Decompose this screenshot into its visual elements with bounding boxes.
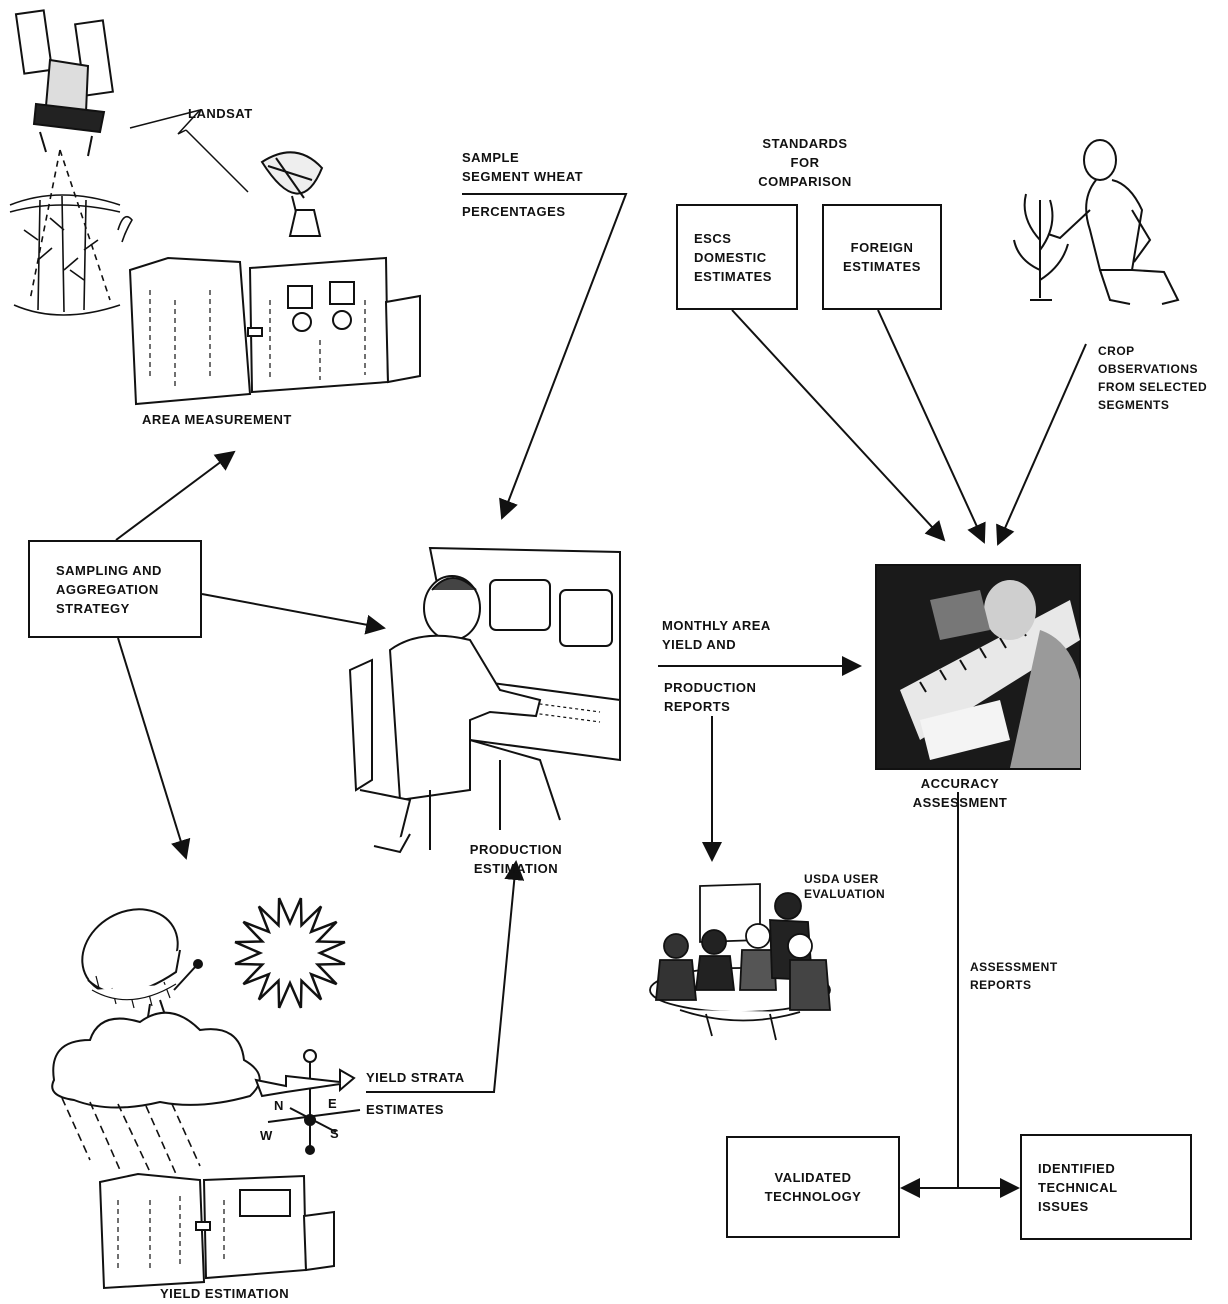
- label-landsat: LANDSAT: [188, 106, 253, 121]
- arrow-escs-to-accuracy: [731, 309, 946, 542]
- label-yield-estimation: YIELD ESTIMATION: [160, 1286, 290, 1301]
- vane-letter-e: E: [328, 1096, 338, 1111]
- yield-computer-icon: [98, 1172, 335, 1290]
- satellite-icon: [14, 9, 115, 157]
- label-crop-observations: CROP OBSERVATIONS FROM SELECTED SEGMENTS: [1098, 344, 1208, 412]
- box-foreign-estimates: FOREIGN ESTIMATES: [822, 204, 942, 310]
- arrow-sampling-to-yield: [117, 637, 191, 860]
- box-sampling-strategy: SAMPLING AND AGGREGATION STRATEGY: [28, 540, 202, 638]
- label-assessment-reports: ASSESSMENT REPORTS: [970, 960, 1058, 992]
- label-usda-user: USDA USER EVALUATION: [804, 872, 886, 901]
- vane-letter-w: W: [260, 1128, 273, 1143]
- farmer-observer-icon: [1013, 139, 1180, 305]
- computer-equipment-icon: [128, 256, 421, 406]
- sun-icon: [234, 897, 346, 1009]
- arrow-yield-to-production: [366, 860, 525, 1093]
- vane-letter-s: S: [330, 1126, 340, 1141]
- label-estimates: ESTIMATES: [366, 1102, 444, 1117]
- label-production-estimation: PRODUCTION ESTIMATION: [469, 842, 563, 876]
- box-validated-technology: VALIDATED TECHNOLOGY: [726, 1136, 900, 1238]
- label-production-reports: PRODUCTION REPORTS: [664, 680, 757, 714]
- crop-field-icon: [9, 149, 133, 316]
- label-yield-strata: YIELD STRATA: [366, 1070, 465, 1085]
- label-sample-segment: SAMPLE SEGMENT WHEAT: [462, 150, 584, 184]
- landsat-signal-line: [129, 109, 201, 129]
- box-escs-estimates: ESCS DOMESTIC ESTIMATES: [676, 204, 798, 310]
- label-accuracy-assessment: ACCURACY ASSESSMENT: [912, 776, 1008, 810]
- box-identified-issues: IDENTIFIED TECHNICAL ISSUES: [1020, 1134, 1192, 1240]
- arrow-crop-to-accuracy: [996, 343, 1087, 546]
- operator-terminal-icon: [348, 546, 621, 854]
- arrow-sampling-to-area: [115, 450, 236, 541]
- satellite-dish-icon: [260, 151, 324, 237]
- arrow-foreign-to-accuracy: [877, 309, 986, 544]
- label-area-measurement: AREA MEASUREMENT: [142, 412, 292, 427]
- vane-letter-n: N: [274, 1098, 284, 1113]
- weather-satellite-icon: [81, 908, 203, 1037]
- label-standards: STANDARDS FOR COMPARISON: [758, 136, 852, 189]
- usda-meeting-icon: [649, 883, 831, 1041]
- arrow-sampling-to-production: [201, 593, 386, 635]
- label-monthly-area: MONTHLY AREA YIELD AND: [662, 618, 771, 652]
- label-percentages: PERCENTAGES: [462, 204, 566, 219]
- arrow-sample-to-production: [462, 193, 628, 520]
- weather-vane-icon: [254, 1049, 361, 1155]
- accuracy-assessment-photo: [875, 564, 1081, 770]
- rain-cloud-icon: [51, 1011, 261, 1175]
